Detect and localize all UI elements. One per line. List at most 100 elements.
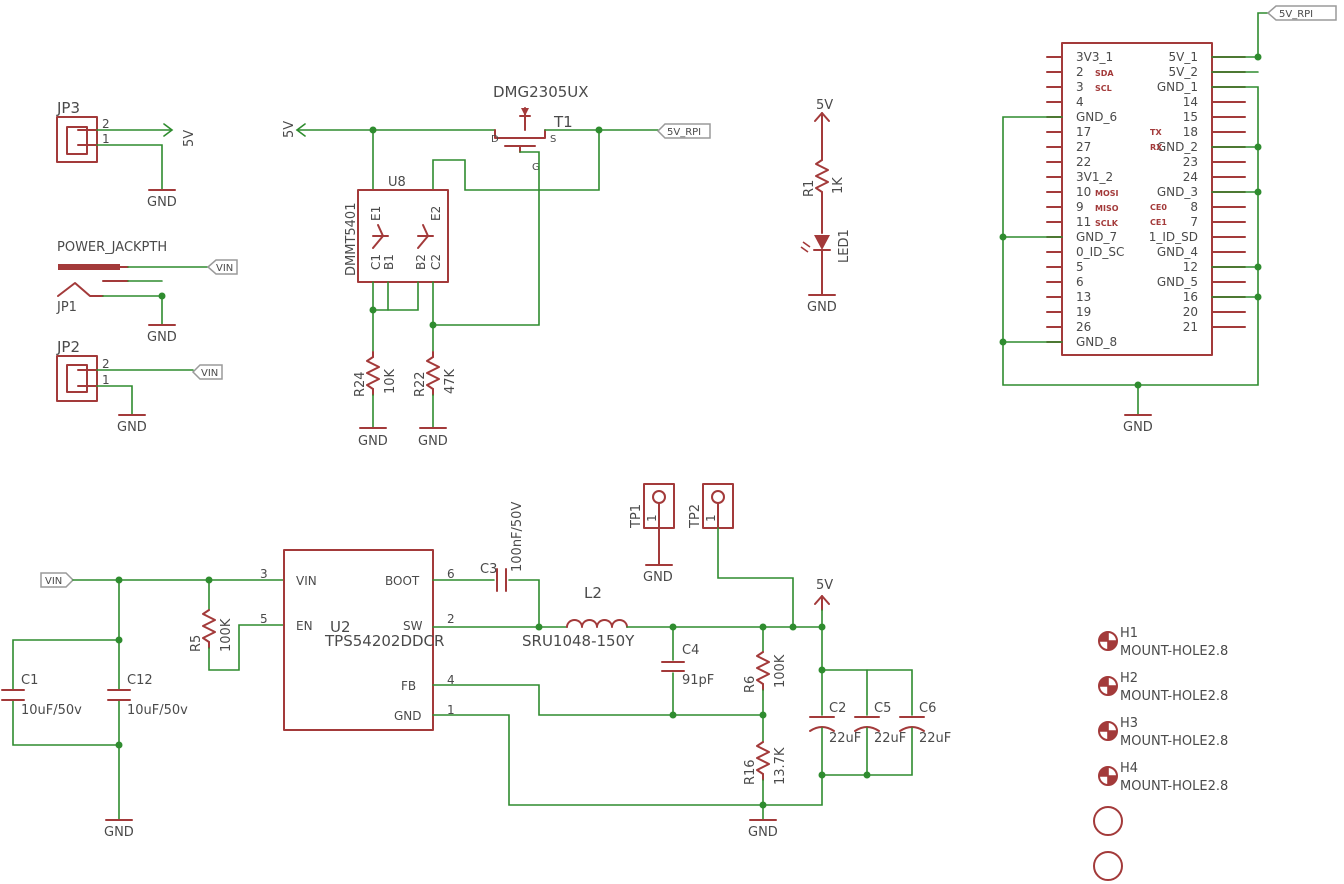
c6-capacitor: C6 22uF <box>899 701 951 746</box>
header-right-pin-func: CE1 <box>1150 218 1167 227</box>
header-right-pin-label: 23 <box>1183 155 1198 169</box>
c4-capacitor: C4 91pF <box>661 643 714 688</box>
c1-value: 10uF/50v <box>21 703 82 718</box>
header-right-pin-label: 24 <box>1183 170 1198 184</box>
header-left-pin-label: 10 <box>1076 185 1091 199</box>
c3-ref: C3 <box>480 562 497 577</box>
tp2-pin: 1 <box>704 514 718 522</box>
net-5v-buck: 5V <box>816 578 833 593</box>
u2-value: TPS54202DDCR <box>324 632 444 650</box>
led1-ref: LED1 <box>837 229 852 263</box>
mount-hole-value: MOUNT-HOLE2.8 <box>1120 689 1228 704</box>
c5-capacitor: C5 22uF <box>854 701 906 746</box>
c1-capacitor: C1 10uF/50v <box>1 673 82 718</box>
header-right-pin-label: GND_3 <box>1157 185 1198 199</box>
c12-value: 10uF/50v <box>127 703 188 718</box>
jp3-pin2: 2 <box>102 117 110 131</box>
u8-transistor-pair: U8 DMMT5401 E1 E2 C1 B1 B2 C2 <box>344 175 449 283</box>
header-left-pin-func: SCLK <box>1095 219 1119 228</box>
header-right-pin-label: GND_2 <box>1157 140 1198 154</box>
vin-label-jack: VIN <box>216 263 233 274</box>
u2-num-gnd: 1 <box>447 703 455 717</box>
jp3-net-5v: 5V <box>182 130 197 147</box>
r6-value: 100K <box>773 654 788 688</box>
header-left-pin-func: MISO <box>1095 204 1119 213</box>
header-left-pin-label: GND_7 <box>1076 230 1117 244</box>
r22-value: 47K <box>443 368 458 394</box>
header-left-pin-label: 13 <box>1076 290 1091 304</box>
mounting-holes: H1MOUNT-HOLE2.8H2MOUNT-HOLE2.8H3MOUNT-HO… <box>1098 626 1228 794</box>
u2-num-sw: 2 <box>447 612 455 626</box>
l2-inductor: L2 SRU1048-150Y <box>522 584 635 650</box>
c4-ref: C4 <box>682 643 699 658</box>
header-right-pin-func: RX <box>1150 143 1163 152</box>
header-right-pin-label: 12 <box>1183 260 1198 274</box>
t1-pin-s: S <box>550 134 556 145</box>
gnd-jp2: GND <box>117 420 147 435</box>
u2-pin-fb: FB <box>401 679 416 693</box>
u2-ref: U2 <box>330 618 351 636</box>
header-right-pin-label: 8 <box>1190 200 1198 214</box>
header-right-pin-label: 5V_1 <box>1169 50 1198 64</box>
u2-pin-gnd: GND <box>394 709 422 723</box>
l2-ref: L2 <box>584 584 602 602</box>
header-right-pin-label: 14 <box>1183 95 1198 109</box>
u8-c2: C2 <box>429 254 443 270</box>
c2-capacitor: C2 22uF <box>809 701 861 746</box>
jp3-ref: JP3 <box>56 99 80 117</box>
net-5v-top: 5V <box>282 121 297 138</box>
u8-e1: E1 <box>369 206 383 221</box>
header-right-pin-label: 7 <box>1190 215 1198 229</box>
header-right-pin-label: GND_1 <box>1157 80 1198 94</box>
v5-rpi-label-t1: 5V_RPI <box>667 127 701 138</box>
mount-hole-6 <box>1093 851 1123 881</box>
header-left-pin-label: 26 <box>1076 320 1091 334</box>
u2-pin-en: EN <box>296 619 313 633</box>
header-left-pin-label: 17 <box>1076 125 1091 139</box>
gnd-r24: GND <box>358 434 388 449</box>
r16-ref: R16 <box>743 759 758 785</box>
header-left-pin-func: MOSI <box>1095 189 1119 198</box>
c4-value: 91pF <box>682 673 714 688</box>
jp3-connector: JP3 2 1 <box>56 99 110 163</box>
t1-pin-d: D <box>491 134 499 145</box>
u2-regulator: U2 TPS54202DDCR VIN EN BOOT SW FB GND 3 … <box>260 549 455 731</box>
mount-hole-value: MOUNT-HOLE2.8 <box>1120 734 1228 749</box>
r16-value: 13.7K <box>773 747 788 785</box>
gnd-buck-in: GND <box>104 825 134 840</box>
r16-resistor: R16 13.7K <box>743 741 788 785</box>
header-right-pin-label: 5V_2 <box>1169 65 1198 79</box>
gnd-buck-out: GND <box>748 825 778 840</box>
u2-num-en: 5 <box>260 612 268 626</box>
header-right-pin-label: 20 <box>1183 305 1198 319</box>
jp2-ref: JP2 <box>56 338 80 356</box>
header-left-pin-label: GND_8 <box>1076 335 1117 349</box>
header-left-pin-label: 11 <box>1076 215 1091 229</box>
c12-ref: C12 <box>127 673 153 688</box>
header-left-pin-label: 3 <box>1076 80 1084 94</box>
mount-hole-value: MOUNT-HOLE2.8 <box>1120 779 1228 794</box>
header-left-pin-func: SCL <box>1095 84 1112 93</box>
header-right-pin-label: 1_ID_SD <box>1149 230 1198 244</box>
gnd-r22: GND <box>418 434 448 449</box>
v5-rpi-label-header: 5V_RPI <box>1279 9 1313 20</box>
header-right-pin-label: 21 <box>1183 320 1198 334</box>
r5-resistor: R5 100K <box>189 609 234 652</box>
u8-e2: E2 <box>429 206 443 221</box>
u2-pin-vin: VIN <box>296 574 317 588</box>
tp1-ref: TP1 <box>629 504 644 529</box>
c12-capacitor: C12 10uF/50v <box>107 673 188 718</box>
vin-label-jp2: VIN <box>201 368 218 379</box>
gnd-jp3: GND <box>147 195 177 210</box>
gnd-jack: GND <box>147 330 177 345</box>
header-right-pin-label: GND_5 <box>1157 275 1198 289</box>
header-left-pin-label: 27 <box>1076 140 1091 154</box>
header-right-pin-func: TX <box>1150 128 1162 137</box>
net-5v-led: 5V <box>816 98 833 113</box>
c6-value: 22uF <box>919 731 951 746</box>
